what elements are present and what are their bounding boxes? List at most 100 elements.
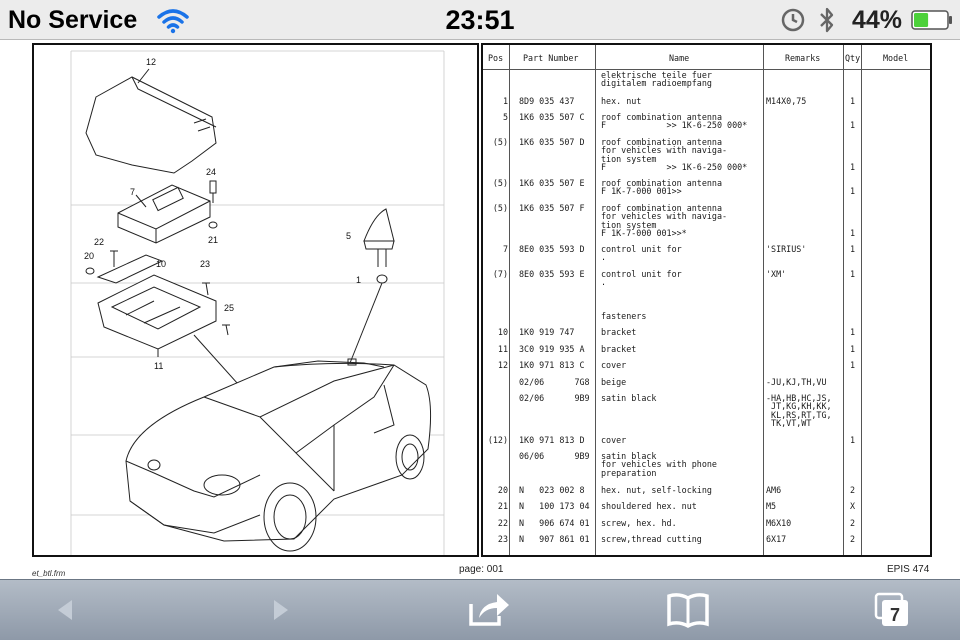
cell-pos: 1 — [502, 96, 508, 106]
callout-22: 22 — [94, 237, 104, 247]
cell-qty: 1 — [849, 162, 856, 173]
header-pos: Pos — [488, 53, 504, 63]
cell-name: beige — [601, 377, 627, 387]
bookmarks-button[interactable] — [658, 588, 718, 632]
cell-part-number: N 100 173 04 — [519, 501, 590, 511]
status-bar: No Service 23:51 44% — [0, 0, 960, 40]
cell-part-number: 8E0 035 593 E — [519, 269, 585, 279]
cell-part-number: N 906 674 01 — [519, 518, 590, 528]
header-remarks: Remarks — [785, 53, 821, 63]
cell-part-number: 1K6 035 507 D — [519, 137, 585, 147]
cell-qty: 1 — [849, 269, 856, 279]
cell-qty: 1 — [849, 120, 856, 131]
cell-part-number: 02/06 7G8 — [519, 377, 590, 387]
cell-qty: 1 — [849, 186, 856, 197]
cell-name: control unit for . — [601, 244, 682, 263]
cell-pos: 21 — [497, 501, 508, 511]
cell-part-number: 1K6 035 507 F — [519, 203, 585, 213]
tabs-icon: 7 — [874, 592, 908, 626]
column-divider — [843, 45, 844, 555]
forward-button[interactable] — [250, 588, 310, 632]
header-model: Model — [883, 53, 909, 63]
cell-qty: 1 — [849, 435, 856, 445]
cell-part-number: 06/06 9B9 — [519, 451, 590, 461]
orientation-lock-icon — [781, 8, 805, 32]
document-view[interactable]: 12 24 7 21 22 20 10 23 25 11 5 1 Pos — [0, 41, 960, 579]
cell-pos: 12 — [497, 360, 508, 370]
cell-pos: 20 — [497, 485, 508, 495]
cell-pos: (5) — [492, 203, 508, 213]
tabs-count: 7 — [890, 605, 900, 625]
cell-remarks: AM6 — [766, 485, 782, 495]
share-button[interactable] — [458, 588, 518, 632]
cell-name: screw,thread cutting — [601, 534, 702, 544]
battery-percent: 44% — [852, 6, 903, 34]
cell-qty: 1 — [849, 360, 856, 370]
cell-qty: 1 — [849, 228, 856, 239]
cell-part-number: 1K0 971 813 C — [519, 360, 585, 370]
tabs-button[interactable]: 7 — [862, 588, 922, 632]
cell-pos: 23 — [497, 534, 508, 544]
callout-21: 21 — [208, 235, 218, 245]
cell-part-number: 8D9 035 437 — [519, 96, 575, 106]
cell-pos: 11 — [497, 344, 508, 354]
cell-remarks: M6X10 — [766, 518, 792, 528]
cell-name: fasteners — [601, 311, 647, 321]
forward-arrow-icon — [274, 600, 288, 620]
page-indicator: page: 001 — [459, 564, 504, 575]
cell-part-number: 1K6 035 507 E — [519, 178, 585, 188]
cell-pos: 5 — [502, 112, 508, 122]
callout-23: 23 — [200, 259, 210, 269]
callout-1: 1 — [356, 275, 361, 285]
column-divider — [861, 45, 862, 555]
cell-qty: 2 — [849, 534, 856, 544]
cell-qty: 2 — [849, 518, 856, 528]
cell-part-number: 8E0 035 593 D — [519, 244, 585, 254]
cell-pos: (12) — [487, 435, 508, 445]
parts-diagram-frame: 12 24 7 21 22 20 10 23 25 11 5 1 — [32, 43, 479, 557]
cell-name: cover — [601, 360, 627, 370]
column-divider — [595, 45, 596, 555]
cell-remarks: -HA,HB,HC,JS, JT,KG,KH,KK, KL,RS,RT,TG, … — [766, 393, 832, 429]
callout-7: 7 — [130, 187, 135, 197]
footer-file-label: et_btl.frm — [32, 569, 66, 578]
cell-part-number: 1K0 971 813 D — [519, 435, 585, 445]
cell-remarks: M14X0,75 — [766, 96, 807, 106]
cell-name: hex. nut — [601, 96, 642, 106]
cell-pos: (5) — [492, 178, 508, 188]
column-divider — [509, 45, 510, 555]
bookmarks-book-icon — [667, 593, 709, 629]
cell-name: bracket — [601, 344, 637, 354]
callout-25: 25 — [224, 303, 234, 313]
cell-part-number: N 907 861 01 — [519, 534, 590, 544]
cell-qty: 1 — [849, 344, 856, 354]
back-arrow-icon — [58, 600, 72, 620]
header-name: Name — [669, 53, 690, 63]
epis-label: EPIS 474 — [887, 564, 930, 575]
back-button[interactable] — [36, 588, 96, 632]
callout-10: 10 — [156, 259, 166, 269]
cell-pos: 10 — [497, 327, 508, 337]
callout-12: 12 — [146, 57, 156, 67]
callout-5: 5 — [346, 231, 351, 241]
parts-list-frame: Pos Part Number Name Remarks Qty Model e… — [481, 43, 932, 557]
cell-part-number: 3C0 919 935 A — [519, 344, 585, 354]
cell-name: roof combination antenna for vehicles wi… — [601, 137, 748, 173]
header-divider — [483, 69, 930, 70]
cell-name: control unit for . — [601, 269, 682, 288]
cell-qty: X — [849, 501, 856, 511]
callout-20: 20 — [84, 251, 94, 261]
cell-remarks: -JU,KJ,TH,VU — [766, 377, 827, 387]
share-icon — [469, 594, 509, 626]
cell-part-number: 1K6 035 507 C — [519, 112, 585, 122]
cell-part-number: N 023 002 8 — [519, 485, 585, 495]
cell-pos: (5) — [492, 137, 508, 147]
cell-remarks: 'XM' — [766, 269, 787, 279]
header-qty: Qty — [845, 53, 861, 63]
cell-name: elektrische teile fuer digitalem radioem… — [601, 70, 712, 89]
cell-qty: 1 — [849, 244, 856, 254]
bluetooth-icon — [820, 7, 834, 33]
cell-name: screw, hex. hd. — [601, 518, 677, 528]
cell-name: roof combination antenna F 1K-7-000 001>… — [601, 178, 723, 197]
wifi-icon — [157, 9, 189, 34]
